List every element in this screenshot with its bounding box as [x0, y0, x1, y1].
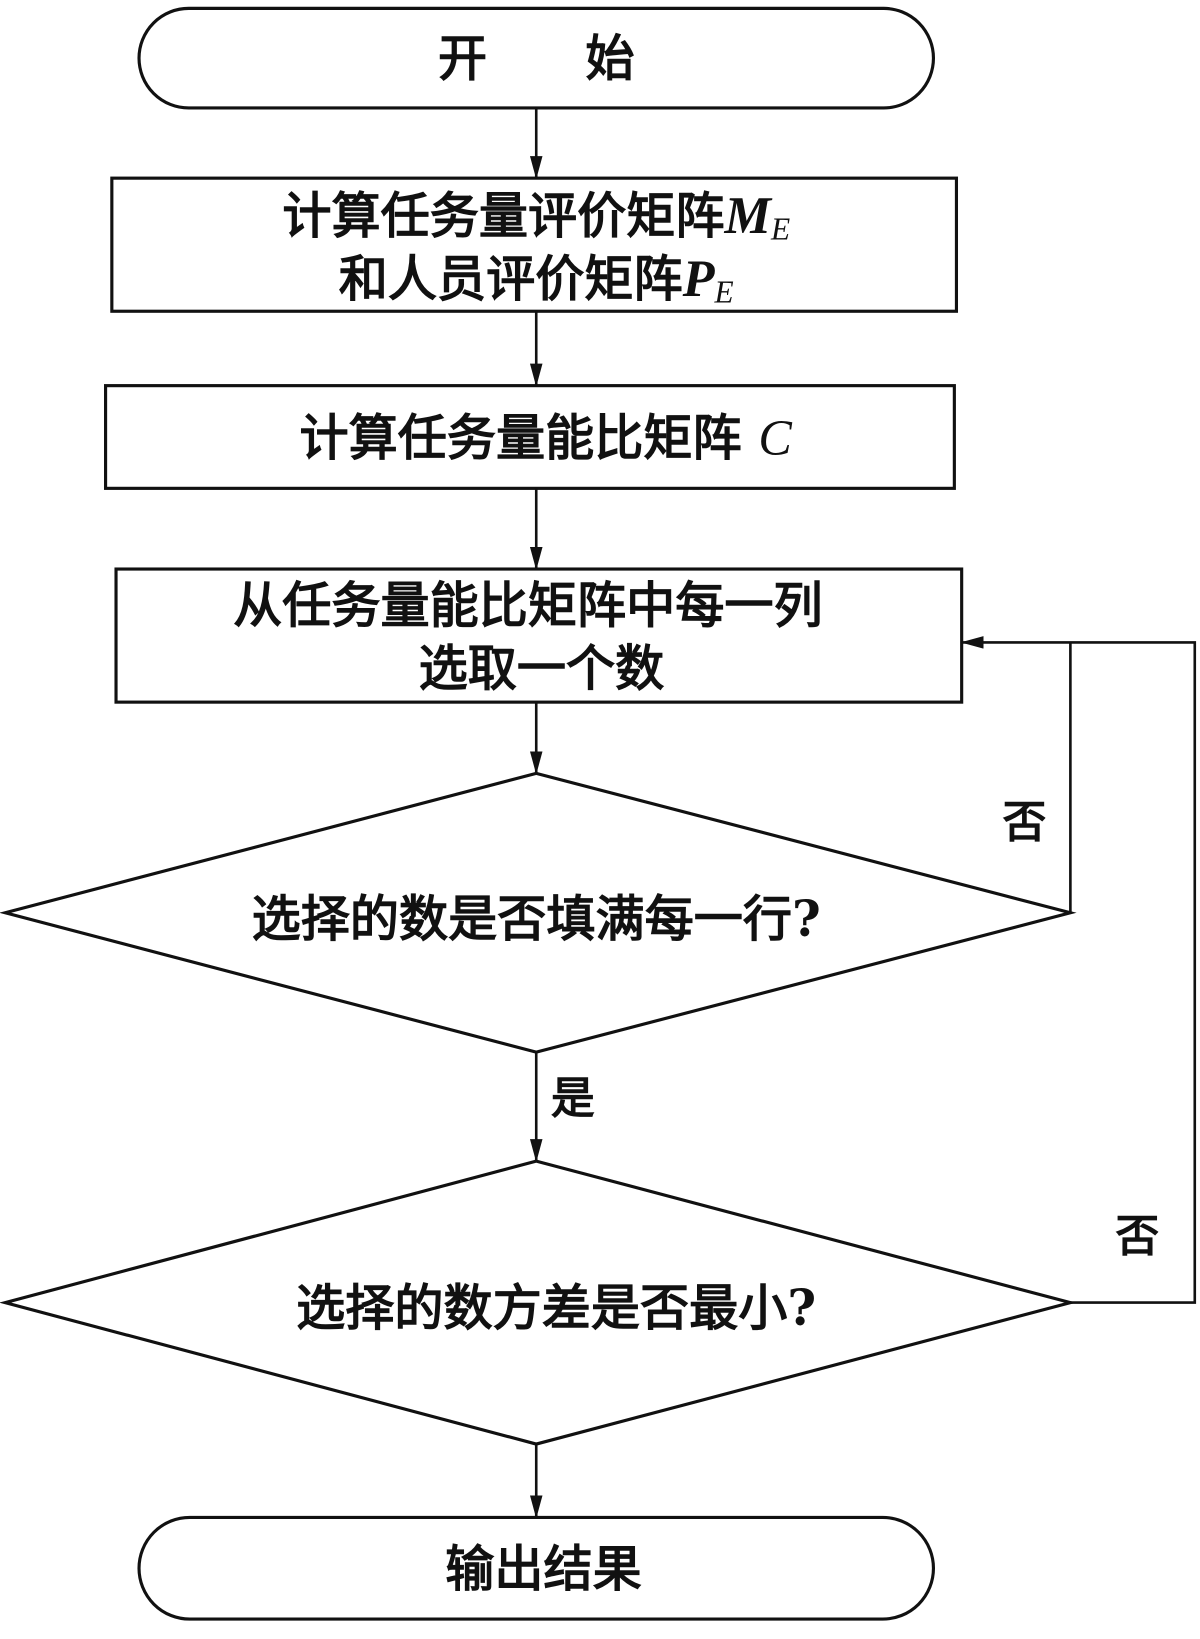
decision2-no-label: 否 [1115, 1211, 1159, 1262]
step1-line1-subscript: E [770, 211, 790, 246]
step1-line2-text: 和人员评价矩阵 [339, 250, 683, 308]
step1-line1-variable: M [723, 187, 772, 245]
end-label: 输出结果 [445, 1540, 642, 1598]
step2-box [104, 384, 956, 490]
end-terminal [137, 1515, 936, 1621]
step3-line2: 选取一个数 [419, 640, 665, 698]
step1-line1-text: 计算任务量评价矩阵 [282, 187, 724, 245]
step1-line2: 和人员评价矩阵PE [339, 250, 734, 309]
step1-line2-variable: P [682, 250, 716, 308]
step2-label: 计算任务量能比矩阵 C [299, 409, 792, 467]
decision1-no-label: 否 [1002, 797, 1046, 848]
step2-label-text: 计算任务量能比矩阵 [299, 409, 741, 467]
decision2-label: 选择的数方差是否最小? [296, 1279, 816, 1337]
decision1-label: 选择的数是否填满每一行? [252, 890, 821, 948]
start-label: 开 始 [438, 30, 635, 88]
step1-line2-subscript: E [714, 274, 734, 309]
decision1-yes-label: 是 [551, 1073, 595, 1124]
step1-box [110, 176, 959, 313]
decision2-no-branch-feedback-arrow [960, 636, 1197, 1304]
step2-variable: C [758, 410, 792, 466]
step3-line1: 从任务量能比矩阵中每一列 [233, 577, 823, 635]
step1-line1: 计算任务量评价矩阵ME [282, 187, 790, 246]
step3-box [114, 567, 964, 704]
